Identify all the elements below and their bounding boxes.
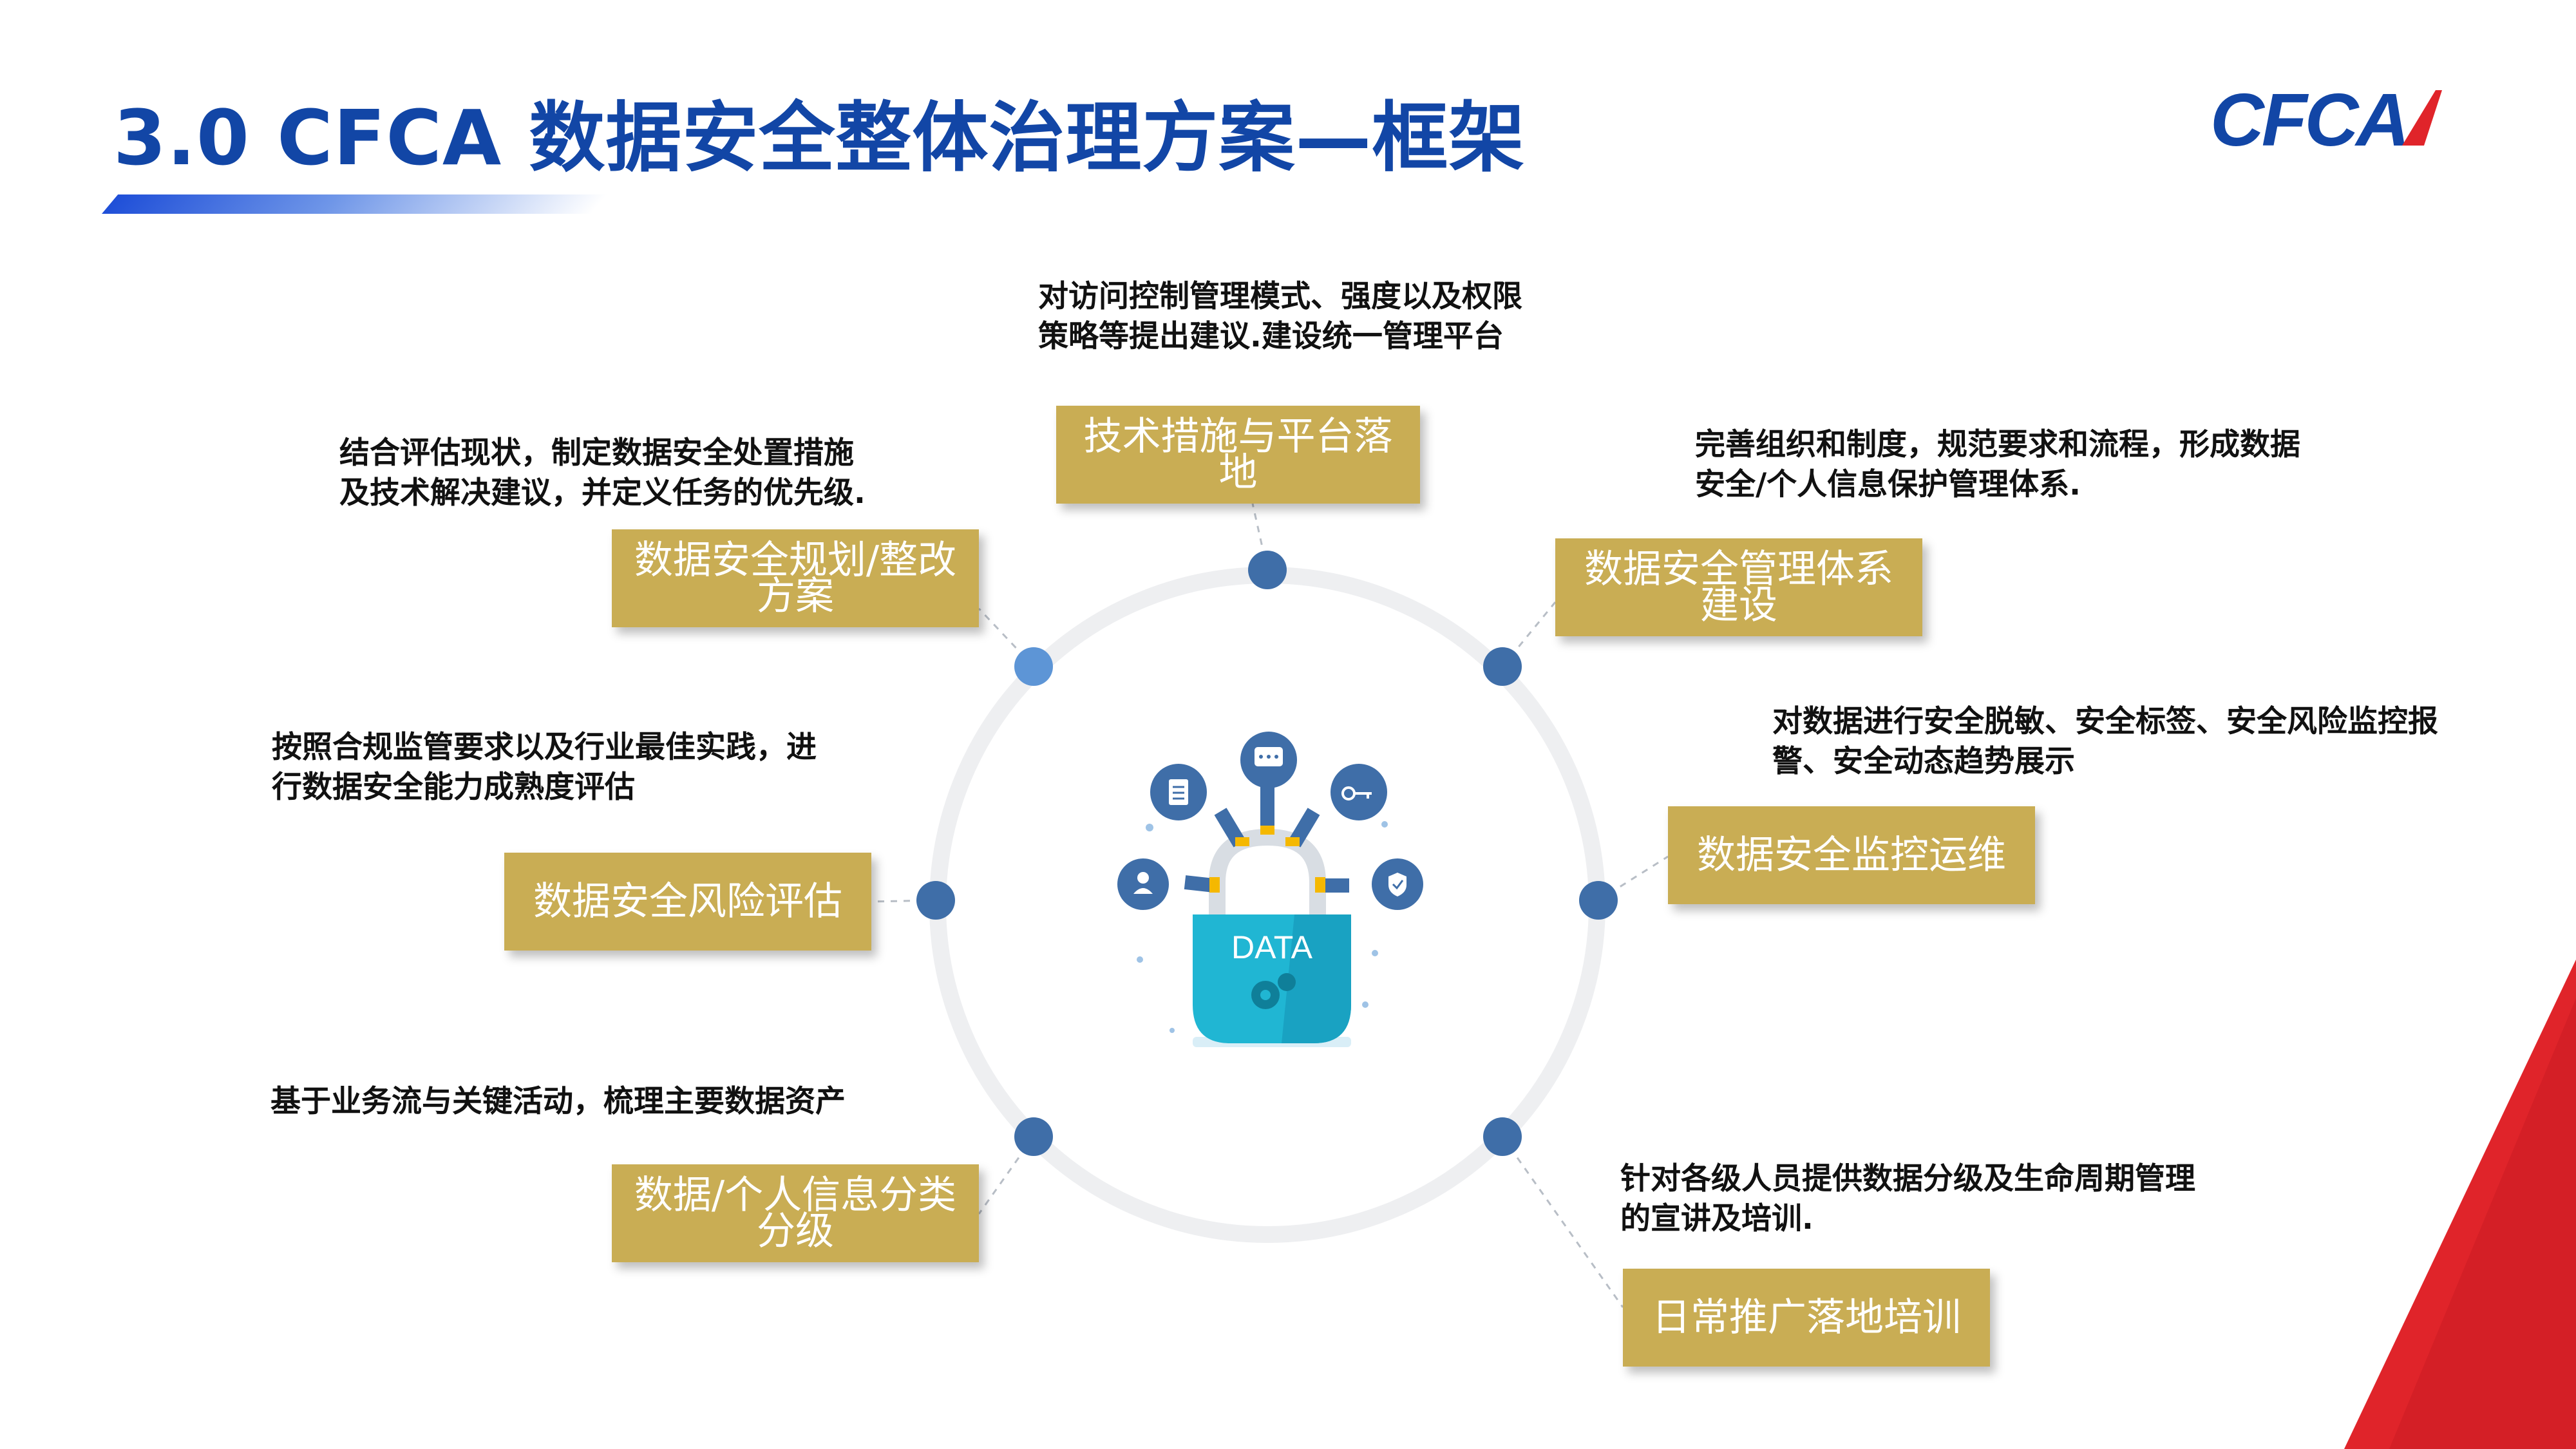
ring-nodes — [916, 551, 1618, 1156]
ring-node-1 — [1483, 647, 1522, 686]
module-desc-planning: 结合评估现状，制定数据安全处置措施 及技术解决建议，并定义任务的优先级. — [339, 435, 866, 511]
module-box-management-system: 数据安全管理体系 建设 — [1555, 538, 1922, 636]
page-title: 3.0 CFCA 数据安全整体治理方案—框架 — [113, 93, 1526, 182]
module-box-planning: 数据安全规划/整改 方案 — [612, 529, 979, 627]
module-desc-training: 针对各级人员提供数据分级及生命周期管理 的宣讲及培训. — [1620, 1161, 2195, 1236]
document-icon — [1150, 764, 1207, 820]
gear-icon — [1251, 973, 1296, 1009]
ring-node-6 — [1014, 647, 1053, 686]
ring-node-4 — [1014, 1117, 1053, 1156]
connector-line-5 — [871, 899, 936, 903]
center-data-label: DATA — [1231, 929, 1313, 965]
module-desc-tech-platform: 对访问控制管理模式、强度以及权限 策略等提出建议.建设统一管理平台 — [1038, 279, 1522, 354]
red-corner-decoration — [2344, 960, 2576, 1449]
ring-node-5 — [916, 881, 955, 920]
user-icon — [1117, 858, 1169, 910]
module-desc-classification: 基于业务流与关键活动，梳理主要数据资产 — [270, 1084, 846, 1119]
ring-node-0 — [1248, 551, 1287, 589]
ring-node-3 — [1483, 1117, 1522, 1156]
cfca-logo: CFCA — [2210, 81, 2442, 157]
ring-node-2 — [1579, 881, 1618, 920]
module-box-monitoring-ops: 数据安全监控运维 — [1668, 806, 2035, 904]
logo-text: CFCA — [2210, 81, 2407, 157]
logo-red-stroke — [2402, 90, 2442, 146]
module-box-tech-platform: 技术措施与平台落地 — [1056, 406, 1420, 504]
module-desc-monitoring-ops: 对数据进行安全脱敏、安全标签、安全风险监控报 警、安全动态趋势展示 — [1772, 704, 2438, 779]
module-desc-risk-assessment: 按照合规监管要求以及行业最佳实践，进 行数据安全能力成熟度评估 — [272, 730, 817, 805]
connector-lines — [871, 503, 1669, 1308]
module-box-training: 日常推广落地培训 — [1623, 1269, 1990, 1367]
module-box-risk-assessment: 数据安全风险评估 — [504, 853, 871, 951]
shield-icon — [1372, 858, 1423, 910]
connector-line-0 — [1251, 503, 1269, 571]
data-lock-illustration: DATA — [1117, 732, 1423, 1047]
connector-line-3 — [1501, 1136, 1624, 1308]
module-box-classification: 数据/个人信息分类 分级 — [612, 1164, 979, 1262]
key-icon — [1331, 764, 1387, 820]
module-desc-management-system: 完善组织和制度，规范要求和流程，形成数据 安全/个人信息保护管理体系. — [1695, 427, 2300, 502]
chat-icon — [1240, 732, 1297, 788]
